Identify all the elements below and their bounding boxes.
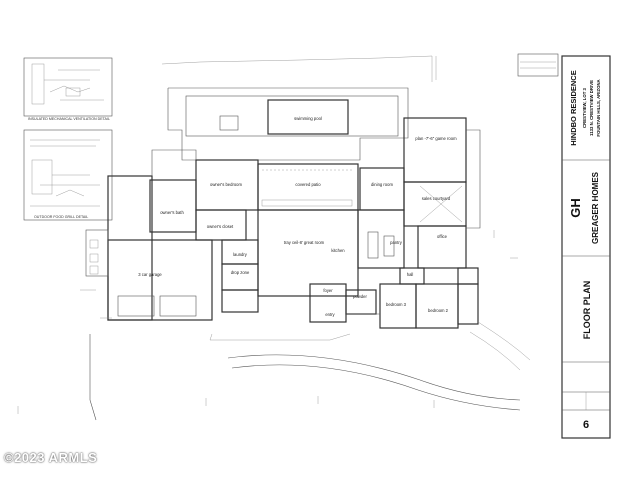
kitchen-label: kitchen — [331, 248, 345, 253]
house-walls — [107, 117, 481, 329]
owners-bedroom-label: owner's bedroom — [210, 182, 243, 187]
bedroom-3-label: bedroom 3 — [386, 302, 407, 307]
owners-closet-label: owner's closet — [207, 224, 234, 229]
game-room-label: plan -7'-6" game room — [415, 136, 457, 141]
sheet-title: FLOOR PLAN — [582, 281, 592, 340]
pantry-label: pantry — [390, 240, 403, 245]
bedroom-2-label: bedroom 2 — [428, 308, 449, 313]
detail-caption-2: OUTDOOR FOOD GRILL DETAIL — [34, 215, 88, 219]
firm-logo: GH — [568, 198, 583, 218]
sales-courtyard-label: sales courtyard — [422, 196, 451, 201]
project-name: HINDBO RESIDENCE — [569, 70, 578, 145]
garage-label: 3 car garage — [138, 272, 162, 277]
swimming-pool: swimming pool — [219, 99, 349, 135]
covered-patio-label: covered patio — [295, 182, 321, 187]
grill-detail: OUTDOOR FOOD GRILL DETAIL — [23, 129, 113, 221]
swimming-pool-label: swimming pool — [294, 116, 322, 121]
office-label: office — [437, 234, 448, 239]
drop-zone-label: drop zone — [231, 270, 250, 275]
hall-label: hall — [407, 272, 414, 277]
owners-bath-label: owner's bath — [160, 210, 184, 215]
powder-label: powder — [353, 294, 367, 299]
laundry-label: laundry — [233, 252, 248, 257]
detail-caption-1: INSULATED MECHANICAL VENTILATION DETAIL — [28, 117, 110, 121]
sheet-number: 6 — [583, 419, 589, 431]
great-room-label: tray ceil-8' great room — [284, 240, 325, 245]
address-line-2: 1133 N. CRESTVIEW DRIVE — [589, 80, 594, 136]
address-line-3: FOUNTAIN HILLS, ARIZONA — [596, 79, 601, 136]
dining-room-label: dining room — [371, 182, 393, 187]
firm-name: GREAGER HOMES — [591, 171, 600, 244]
entry-label: entry — [325, 312, 335, 317]
foyer-label: foyer — [323, 288, 333, 293]
watermark: ©2023 ARMLS — [4, 450, 98, 465]
title-block: HINDBO RESIDENCE CRESTVIEW, LOT 3 1133 N… — [517, 53, 611, 439]
ventilation-detail: INSULATED MECHANICAL VENTILATION DETAIL — [23, 57, 113, 121]
address-line-1: CRESTVIEW, LOT 3 — [582, 87, 587, 127]
